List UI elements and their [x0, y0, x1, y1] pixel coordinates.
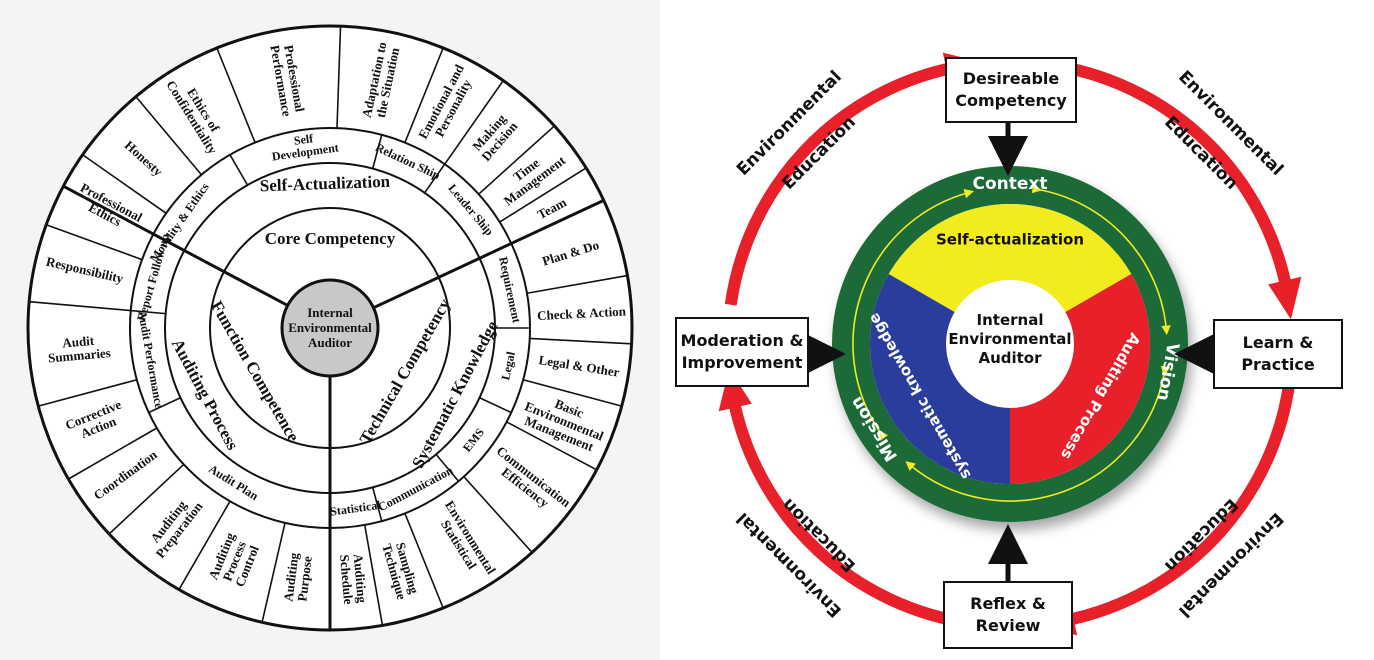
third-ring-label: Legal [498, 350, 518, 382]
stage-box [945, 57, 1077, 123]
ring-label: Context [972, 174, 1047, 194]
center-node [280, 278, 380, 378]
stage-box-label: Moderation &Improvement [681, 331, 804, 372]
outer-ring-label: AuditingPurpose [281, 551, 315, 604]
stage-box [943, 581, 1073, 649]
stage-box [675, 317, 809, 387]
yellow-ring-arrows [852, 183, 1171, 502]
outer-ring-label: AuditSummaries [46, 331, 111, 365]
outer-ring-label: AuditingSchedule [337, 553, 370, 605]
stage-box-label: Learn &Practice [1241, 333, 1315, 374]
stage-box-label: Reflex &Review [970, 594, 1046, 635]
outer-ring-label: Check & Action [537, 303, 627, 323]
pie-label: Self-actualization [936, 231, 1084, 249]
inner-ring-label: Core Competency [265, 229, 396, 248]
stage-box [1213, 319, 1343, 389]
connector-arrows [806, 122, 1214, 582]
second-ring-label: Self-Actualization [259, 172, 390, 196]
wheel-dividers [29, 26, 632, 630]
